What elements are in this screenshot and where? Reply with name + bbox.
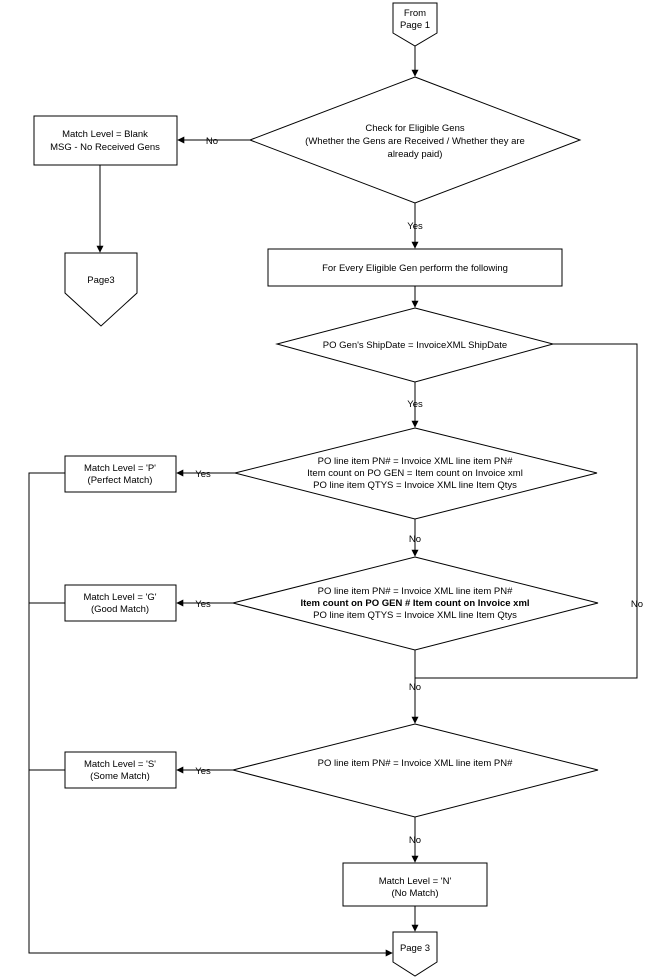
perfect-check-line-2: Item count on PO GEN = Item count on Inv… bbox=[307, 468, 523, 479]
good-check-line-2: Item count on PO GEN # Item count on Inv… bbox=[300, 598, 529, 609]
edge-label-shipdate-no: No bbox=[631, 599, 643, 610]
edge-results-to-page3 bbox=[28, 472, 393, 957]
connector-lines bbox=[28, 46, 638, 957]
good-check-line-3: PO line item QTYS = Invoice XML line Ite… bbox=[313, 610, 517, 621]
edge-label-eligibility-yes: Yes bbox=[407, 221, 423, 232]
eligibility-check-line-1: Check for Eligible Gens bbox=[365, 123, 465, 134]
good-check-decision: PO line item PN# = Invoice XML line item… bbox=[232, 556, 599, 651]
eligibility-check-shape bbox=[248, 76, 582, 204]
page3-top-connector-shape bbox=[64, 252, 138, 327]
no-match-result-shape bbox=[342, 862, 488, 907]
perfect-result-box: Match Level = 'P' (Perfect Match) bbox=[64, 455, 177, 493]
no-match-result-line-1: Match Level = 'N' bbox=[379, 876, 452, 887]
eligibility-check-decision: Check for Eligible Gens (Whether the Gen… bbox=[248, 76, 582, 204]
start-connector-line-1: From bbox=[404, 8, 426, 19]
perfect-check-decision: PO line item PN# = Invoice XML line item… bbox=[234, 427, 598, 520]
some-check-shape bbox=[232, 723, 599, 818]
eligibility-check-line-2: (Whether the Gens are Received / Whether… bbox=[305, 136, 525, 147]
blank-result-line-1: Match Level = Blank bbox=[62, 129, 148, 140]
perfect-result-line-1: Match Level = 'P' bbox=[84, 463, 156, 474]
good-check-line-1: PO line item PN# = Invoice XML line item… bbox=[318, 586, 513, 597]
no-match-result-box: Match Level = 'N' (No Match) bbox=[342, 862, 488, 907]
good-check-shape bbox=[232, 556, 599, 651]
blank-result-line-2: MSG - No Received Gens bbox=[50, 142, 160, 153]
blank-result-shape bbox=[33, 115, 178, 166]
edge-label-shipdate-yes: Yes bbox=[407, 399, 423, 410]
some-result-line-1: Match Level = 'S' bbox=[84, 759, 156, 770]
for-every-gen-shape bbox=[267, 248, 563, 287]
good-result-shape bbox=[64, 584, 177, 622]
for-every-gen-box: For Every Eligible Gen perform the follo… bbox=[267, 248, 563, 287]
perfect-result-line-2: (Perfect Match) bbox=[88, 475, 153, 486]
blank-result-box: Match Level = Blank MSG - No Received Ge… bbox=[33, 115, 178, 166]
perfect-check-line-1: PO line item PN# = Invoice XML line item… bbox=[318, 456, 513, 467]
no-match-result-line-2: (No Match) bbox=[392, 888, 439, 899]
good-result-line-2: (Good Match) bbox=[91, 604, 149, 615]
edge-label-some-no: No bbox=[409, 835, 421, 846]
edge-shipdate-no bbox=[415, 343, 638, 679]
page3-bottom-connector-label: Page 3 bbox=[400, 943, 430, 954]
page3-top-connector-label: Page3 bbox=[87, 275, 114, 286]
for-every-gen-label: For Every Eligible Gen perform the follo… bbox=[322, 263, 508, 274]
some-result-box: Match Level = 'S' (Some Match) bbox=[64, 751, 177, 789]
good-result-line-1: Match Level = 'G' bbox=[83, 592, 156, 603]
start-connector-line-2: Page 1 bbox=[400, 20, 430, 31]
page3-top-connector: Page3 bbox=[64, 252, 138, 327]
some-result-shape bbox=[64, 751, 177, 789]
edge-label-good-no: No bbox=[409, 682, 421, 693]
edge-label-eligibility-no: No bbox=[206, 136, 218, 147]
good-result-box: Match Level = 'G' (Good Match) bbox=[64, 584, 177, 622]
edge-labels: No Yes Yes No Yes No Yes No Yes No bbox=[195, 136, 643, 846]
edge-label-good-yes: Yes bbox=[195, 599, 211, 610]
page3-bottom-connector: Page 3 bbox=[392, 931, 438, 977]
shipdate-check-decision: PO Gen's ShipDate = InvoiceXML ShipDate bbox=[275, 307, 555, 383]
edge-label-some-yes: Yes bbox=[195, 766, 211, 777]
some-check-label: PO line item PN# = Invoice XML line item… bbox=[318, 758, 513, 769]
some-check-decision: PO line item PN# = Invoice XML line item… bbox=[232, 723, 599, 818]
some-result-line-2: (Some Match) bbox=[90, 771, 150, 782]
edge-label-perfect-no: No bbox=[409, 534, 421, 545]
shipdate-check-label: PO Gen's ShipDate = InvoiceXML ShipDate bbox=[323, 340, 507, 351]
start-connector-shape bbox=[392, 2, 438, 47]
start-connector: From Page 1 bbox=[392, 2, 438, 47]
edge-label-perfect-yes: Yes bbox=[195, 469, 211, 480]
perfect-check-shape bbox=[234, 427, 598, 520]
eligibility-check-line-3: already paid) bbox=[388, 149, 443, 160]
perfect-check-line-3: PO line item QTYS = Invoice XML line Ite… bbox=[313, 480, 517, 491]
page3-bottom-connector-shape bbox=[392, 931, 438, 977]
shipdate-check-shape bbox=[275, 307, 555, 383]
perfect-result-shape bbox=[64, 455, 177, 493]
